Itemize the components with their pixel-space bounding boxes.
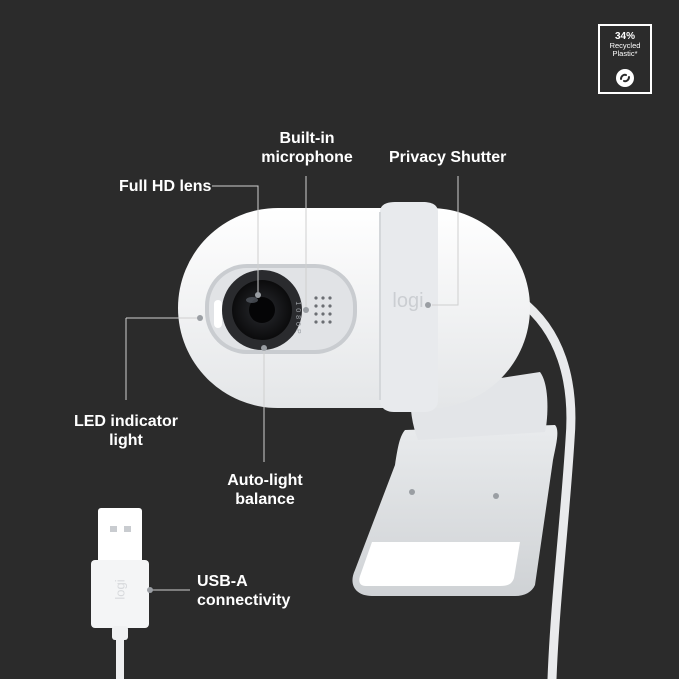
usb-cable-strain — [112, 626, 128, 640]
leader-privacy-shutter — [432, 176, 459, 306]
badge-line2: Plastic* — [612, 49, 638, 58]
leader-full-hd-lens — [212, 185, 259, 295]
callout-auto-light-line2: balance — [235, 491, 295, 508]
resolution-mark: 1080P — [294, 301, 301, 337]
leader-dots — [147, 292, 431, 593]
led-indicator — [214, 300, 222, 328]
recycle-icon — [615, 68, 635, 90]
callout-privacy-shutter: Privacy Shutter — [389, 149, 507, 166]
leader-lines — [125, 176, 459, 591]
webcam-cable — [515, 295, 576, 679]
microphone-grille — [314, 296, 332, 324]
badge-line1: Recycled — [609, 41, 641, 50]
callout-builtin-microphone-line2: microphone — [261, 149, 353, 166]
callout-led-line2: light — [109, 432, 143, 449]
privacy-shutter — [380, 202, 438, 412]
callout-auto-light: Auto-light balance — [212, 471, 318, 509]
usb-brand-logo: logi — [112, 579, 128, 600]
usb-plug-body — [91, 560, 149, 628]
recycled-plastic-badge: 34% Recycled Plastic* — [598, 24, 652, 94]
callout-builtin-microphone: Built-in microphone — [243, 129, 371, 167]
stand-screw-right — [493, 493, 499, 499]
callout-builtin-microphone-line1: Built-in — [279, 130, 335, 147]
stand-foot — [359, 542, 520, 586]
callout-usb-a: USB-A connectivity — [197, 572, 337, 610]
callout-usb-line2: connectivity — [197, 592, 291, 609]
callout-usb-line1: USB-A — [197, 573, 248, 590]
usb-connector-metal — [98, 508, 142, 564]
callout-led-line1: LED indicator — [73, 413, 178, 430]
callout-full-hd-lens: Full HD lens — [119, 178, 212, 195]
callout-auto-light-line1: Auto-light — [227, 472, 303, 489]
stand-screw-left — [409, 489, 415, 495]
badge-percent: 34% — [614, 31, 635, 42]
device-brand-logo: logi — [392, 290, 424, 312]
callout-led-indicator: LED indicator light — [63, 412, 189, 450]
